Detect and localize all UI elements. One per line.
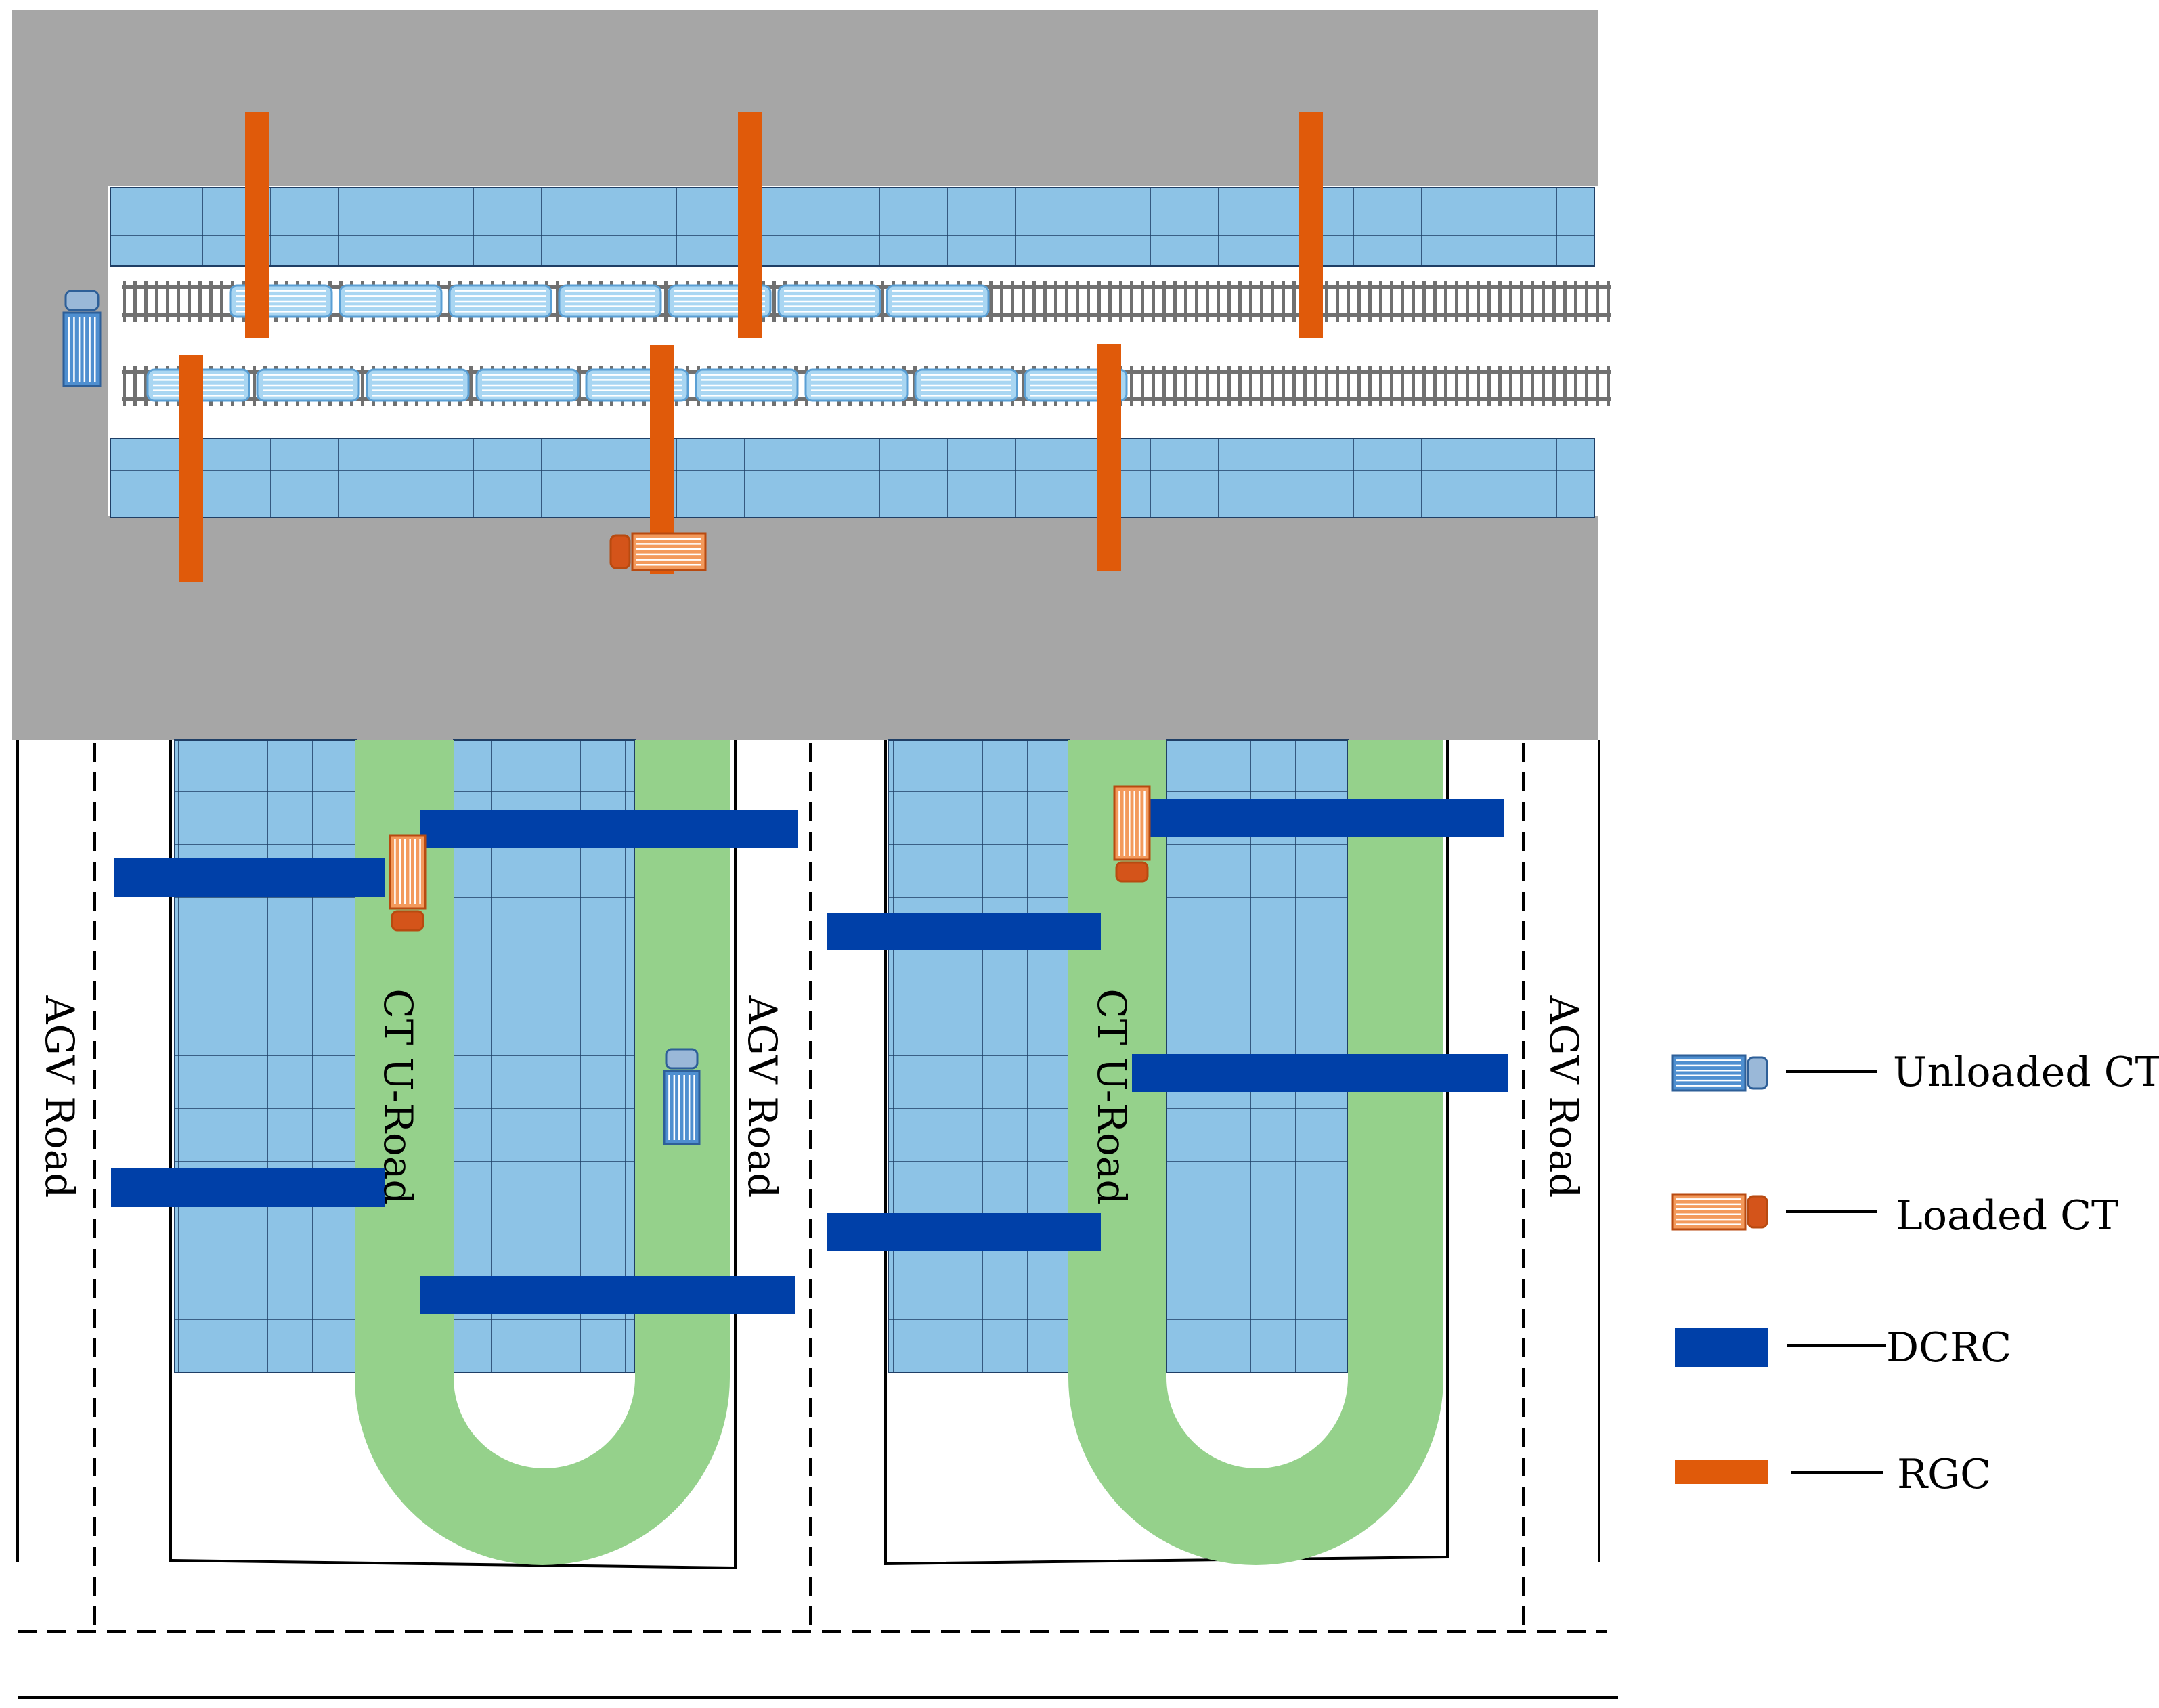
rgc-swatch-icon <box>1675 1460 1768 1484</box>
yard-block-1-outline <box>169 740 737 1570</box>
rgc-crane <box>1299 112 1323 338</box>
rgc-crane <box>245 112 269 338</box>
train-wagon <box>777 284 881 318</box>
dcrc-cranes <box>111 799 1508 1314</box>
unloaded-truck <box>62 290 102 387</box>
loaded-truck <box>1113 785 1151 883</box>
dcrc-crane <box>114 858 385 897</box>
ct-u-road-label-2: CT U-Road <box>1089 988 1135 1204</box>
train-wagon <box>804 368 909 402</box>
train-wagon <box>339 284 443 318</box>
train-wagon <box>256 368 360 402</box>
train-wagon <box>695 368 799 402</box>
yard-block-2-outline <box>884 740 1449 1566</box>
container-stack-north <box>110 187 1595 267</box>
rail-yard <box>12 10 1611 740</box>
dcrc-crane <box>1128 799 1504 837</box>
unloaded-truck-icon-shape <box>1671 1054 1768 1092</box>
train-wagon <box>475 368 580 402</box>
train-wagons-track-1 <box>229 284 990 318</box>
legend-label-loaded-ct: Loaded CT <box>1896 1192 2118 1240</box>
dcrc-crane <box>420 810 798 848</box>
ct-u-road-2 <box>1068 740 1443 1565</box>
container-stack-south <box>110 438 1595 518</box>
ct-u-road-1 <box>355 740 730 1565</box>
container-yard: AGV Road CT U-Road AGV Road CT U-Road AG… <box>16 739 1618 1699</box>
train-wagon <box>366 368 470 402</box>
unloaded-truck <box>663 1048 701 1145</box>
loaded-truck <box>609 532 707 571</box>
unloaded-truck-icon <box>1671 1054 1768 1092</box>
dcrc-crane <box>827 913 1101 950</box>
loaded-truck-icon-shape <box>1671 1193 1768 1231</box>
rgc-crane <box>1097 344 1121 571</box>
train-wagon <box>558 284 662 318</box>
rgc-crane <box>179 355 203 582</box>
legend-label-rgc: RGC <box>1897 1451 1991 1498</box>
dcrc-crane <box>827 1213 1101 1251</box>
ct-u-road-label-1: CT U-Road <box>375 988 421 1204</box>
yard-block-2 <box>884 739 1449 1566</box>
dcrc-crane <box>111 1168 385 1207</box>
train-wagons-track-2 <box>146 368 1128 402</box>
container-block-2a <box>888 739 1070 1373</box>
legend-label-unloaded-ct: Unloaded CT <box>1893 1049 2159 1096</box>
rgc-crane <box>738 112 762 338</box>
rgc-cranes <box>179 112 1323 582</box>
train-wagon <box>914 368 1018 402</box>
legend: Unloaded CT Loaded CT DCRC RGC <box>1671 1049 2159 1498</box>
dcrc-crane <box>420 1276 795 1314</box>
loaded-truck-icon <box>1671 1193 1768 1231</box>
agv-road-label-1: AGV Road <box>37 995 83 1198</box>
legend-label-dcrc: DCRC <box>1886 1324 2011 1372</box>
dcrc-swatch-icon <box>1675 1328 1768 1367</box>
agv-road-label-3: AGV Road <box>1541 995 1587 1198</box>
train-wagon <box>886 284 990 318</box>
dcrc-crane <box>1132 1054 1508 1092</box>
agv-road-label-2: AGV Road <box>739 995 785 1198</box>
loaded-truck <box>389 834 427 932</box>
train-wagon <box>448 284 552 318</box>
container-block-1a <box>174 739 357 1373</box>
